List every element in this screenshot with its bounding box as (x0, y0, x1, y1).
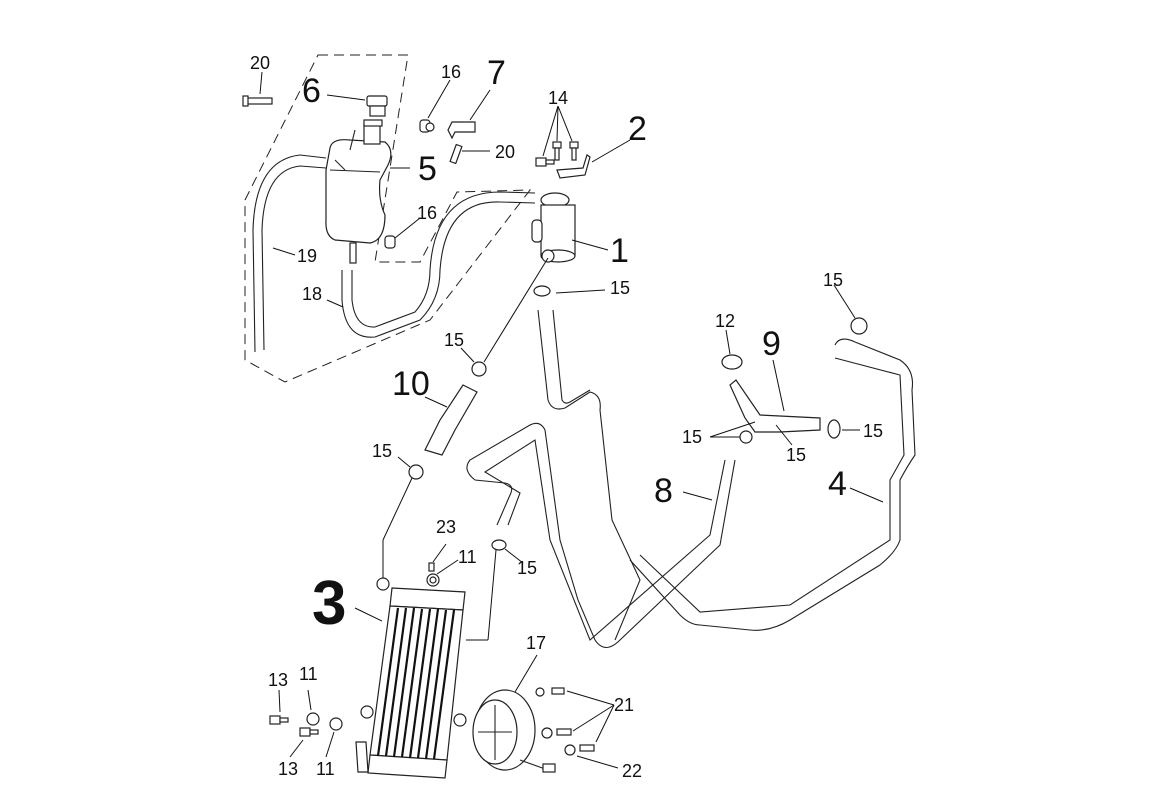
clamp-15h (491, 539, 507, 551)
hose-4 (629, 338, 916, 631)
label-15d: 15 (682, 427, 702, 447)
label-10: 10 (392, 365, 430, 403)
label-21: 21 (614, 695, 634, 715)
bracket-2 (556, 154, 591, 179)
label-16b: 16 (417, 203, 437, 223)
label-23: 23 (436, 517, 456, 537)
label-15g: 15 (823, 270, 843, 290)
label-17: 17 (526, 633, 546, 653)
label-15a: 15 (610, 278, 630, 298)
grommets-11 (306, 576, 437, 731)
expansion-tank-5 (325, 119, 392, 264)
clip-16a (419, 119, 435, 133)
tank-bracket-7 (447, 121, 476, 140)
leader-lines (259, 71, 884, 769)
clip-16b (384, 235, 396, 249)
label-18: 18 (302, 284, 322, 304)
label-16a: 16 (441, 62, 461, 82)
label-13a: 13 (268, 670, 288, 690)
label-19: 19 (297, 246, 317, 266)
vent-hose-19 (252, 154, 327, 353)
bolts-14 (535, 141, 579, 167)
fan-17 (472, 689, 556, 773)
label-20a: 20 (250, 53, 270, 73)
label-13b: 13 (278, 759, 298, 779)
fan-bolts-21 (535, 687, 595, 756)
label-11c: 11 (316, 759, 335, 779)
clamp-15e (739, 430, 753, 444)
label-4: 4 (828, 465, 847, 503)
clamp-15b (471, 361, 487, 377)
label-15e: 15 (786, 445, 806, 465)
hose-center-a (537, 309, 641, 641)
label-8: 8 (654, 472, 673, 510)
clamp-12 (721, 354, 743, 370)
radiator-3 (355, 573, 467, 779)
junction-9 (729, 379, 821, 433)
label-1: 1 (610, 232, 629, 270)
label-7: 7 (487, 54, 506, 92)
label-11b: 11 (299, 664, 318, 684)
clamp-15c (408, 464, 424, 480)
label-2: 2 (628, 110, 647, 148)
label-3: 3 (312, 569, 346, 638)
label-5: 5 (418, 150, 437, 188)
clamp-15a (533, 285, 551, 297)
hose-10 (424, 384, 478, 456)
label-20b: 20 (495, 142, 515, 162)
label-9: 9 (762, 325, 781, 363)
screw-20b (449, 143, 463, 165)
label-15b: 15 (444, 330, 464, 350)
label-12: 12 (715, 311, 735, 331)
label-15f: 15 (863, 421, 883, 441)
bleed-screw-23 (428, 562, 435, 572)
hose-center-b (466, 422, 736, 649)
label-6: 6 (302, 72, 321, 110)
bolts-13 (269, 715, 319, 737)
tank-group-outline (244, 54, 532, 383)
tank-cap-6 (366, 95, 388, 117)
overflow-hose-18 (341, 201, 536, 338)
clamp-15f (827, 419, 841, 439)
reservoir-1 (531, 192, 576, 263)
label-15h: 15 (517, 558, 537, 578)
label-11a: 11 (458, 547, 477, 567)
screw-20a (242, 95, 273, 107)
clamp-15g (850, 317, 868, 335)
label-22: 22 (622, 761, 642, 781)
label-15c: 15 (372, 441, 392, 461)
label-14: 14 (548, 88, 568, 108)
